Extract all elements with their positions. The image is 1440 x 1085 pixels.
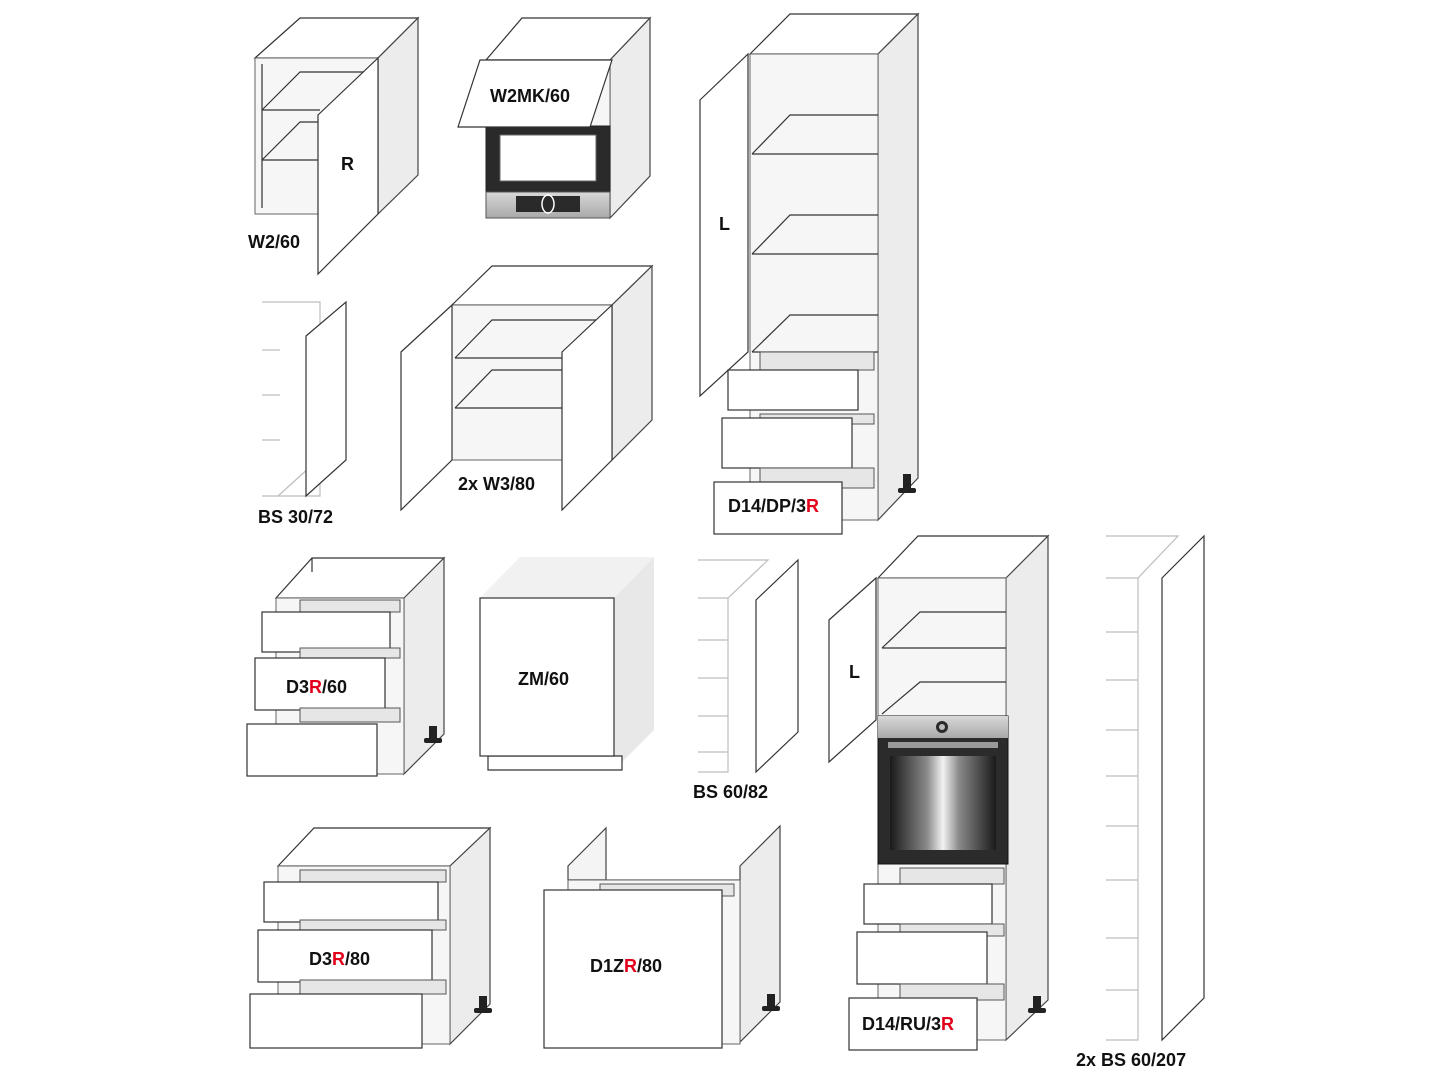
- label-d1zr-80: D1ZR/80: [590, 956, 662, 976]
- label-d3r-80: D3R/80: [309, 949, 370, 969]
- door-hinge-label: L: [719, 214, 730, 234]
- tall-cabinet-d14-ru-3r: L D14/RU/3R: [828, 534, 1050, 1051]
- cabinet-w2mk-60: W2MK/60: [457, 16, 652, 220]
- label-bs-60-207: 2x BS 60/207: [1076, 1050, 1186, 1070]
- label-w2mk-60: W2MK/60: [490, 86, 570, 106]
- label-w2-60: W2/60: [248, 232, 300, 252]
- end-panel-bs-60-207: 2x BS 60/207: [1076, 534, 1205, 1070]
- door-hinge-label: L: [849, 662, 860, 682]
- end-panel-bs-30-72: BS 30/72: [258, 300, 347, 527]
- oven-appliance: [877, 715, 1009, 865]
- label-d14-ru-3r: D14/RU/3R: [862, 1014, 954, 1034]
- label-d14-dp-3r: D14/DP/3R: [728, 496, 819, 516]
- label-bs-30-72: BS 30/72: [258, 507, 333, 527]
- label-w3-80: 2x W3/80: [458, 474, 535, 494]
- tall-cabinet-d14-dp-3r: L D14/DP/3R: [699, 12, 920, 535]
- cabinet-w3-80: 2x W3/80: [400, 264, 654, 512]
- base-cabinet-d3r-60: D3R/60: [246, 556, 446, 777]
- cabinet-w2-60: R W2/60: [248, 16, 420, 276]
- microwave-appliance: [485, 125, 611, 219]
- door-hinge-label: R: [341, 154, 354, 174]
- end-panel-bs-60-82: BS 60/82: [693, 558, 799, 802]
- label-d3r-60: D3R/60: [286, 677, 347, 697]
- sink-cabinet-zm-60: ZM/60: [479, 557, 654, 771]
- label-bs-60-82: BS 60/82: [693, 782, 768, 802]
- label-zm-60: ZM/60: [518, 669, 569, 689]
- base-cabinet-d1zr-80: D1ZR/80: [543, 824, 781, 1049]
- base-cabinet-d3r-80: D3R/80: [249, 826, 492, 1049]
